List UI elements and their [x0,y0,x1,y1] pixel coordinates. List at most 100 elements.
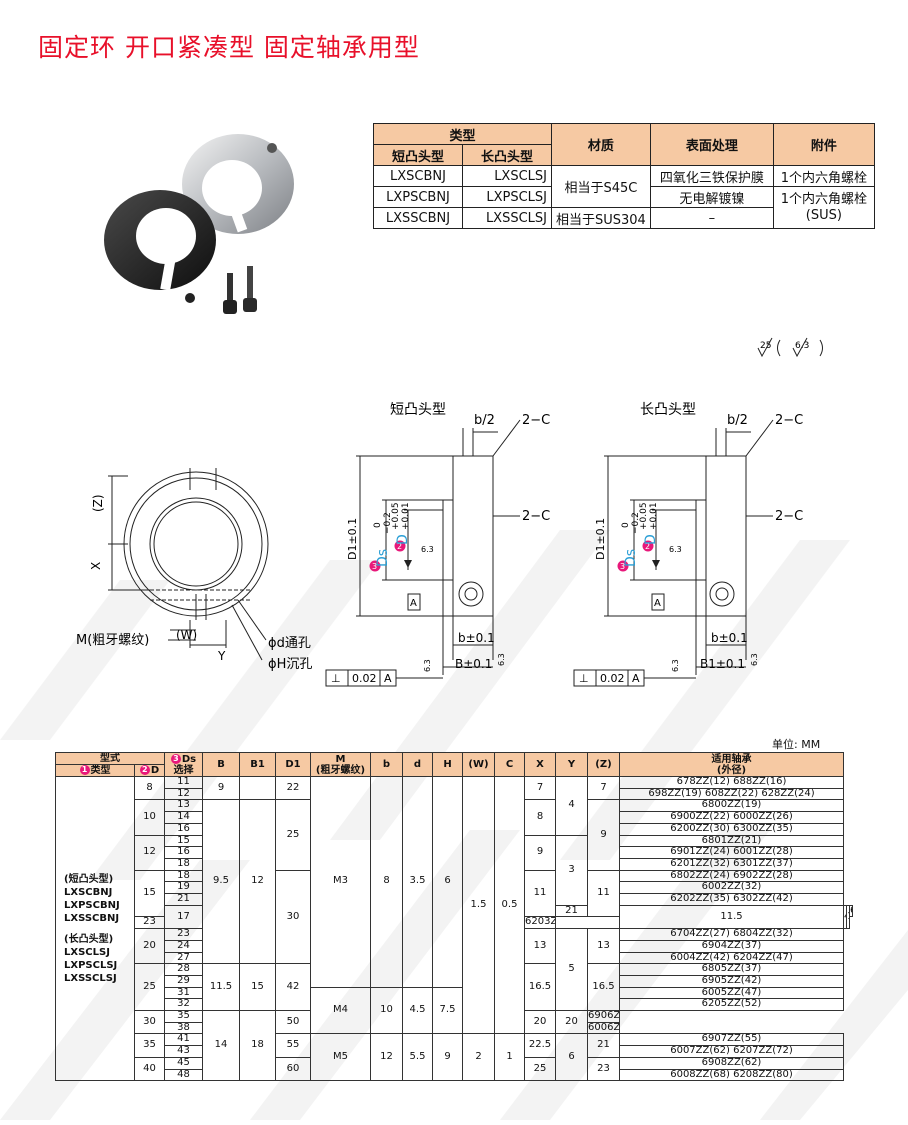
ds-cell: 48 [164,1068,203,1082]
surface-cell: 四氧化三铁保护膜 [649,165,774,187]
b-cell: 8 [370,776,403,988]
bearing-cell: 6801ZZ(21) [619,834,844,848]
roughness-63: 6.3 [497,653,506,666]
ds-tolerance-lower: −0.2 [383,512,393,534]
z-label: (Z) [91,494,105,512]
header-bearing: 适用轴承(外径) [619,752,844,777]
bearing-cell: 678ZZ(12) 688ZZ(16) [619,776,844,789]
header-W: (W) [462,752,495,777]
ds-cell: 31 [164,986,203,1000]
ds-cell: 43 [164,1045,203,1058]
ds-cell: 35 [164,1010,203,1023]
bearing-cell: 6903ZZ(30) 6003ZZ(35) [849,904,853,918]
Y-cell: 4 [555,776,588,836]
bearing-cell: 6800ZZ(19) [619,799,844,813]
ds-cell: 16 [164,822,203,836]
d-cell: 12 [134,834,165,871]
perpendicularity-symbol: ⊥ [331,672,341,685]
datum-ref: A [632,672,640,685]
d-label: D [395,534,411,545]
ds-cell: 28 [164,963,203,976]
bearing-cell: 6901ZZ(24) 6001ZZ(28) [619,846,844,859]
d-cell: 20 [134,928,165,965]
chamfer-label: 2−C [522,413,550,428]
page-title: 固定环 开口紧凑型 固定轴承用型 [38,33,420,62]
ds-tolerance-lower: −0.2 [631,512,641,534]
X-cell: 7 [524,775,556,801]
D1-cell: 60 [275,1056,311,1082]
badge-2: 2 [645,542,650,551]
d-hole-cell: 3.5 [402,776,433,988]
bearing-sub-text: (外径) [716,764,747,776]
X-cell: 11.5 [619,904,844,930]
Y-cell: 5 [555,928,588,1012]
roughness-63: 6.3 [671,659,680,672]
ds-tolerance-upper: 0 [621,522,631,528]
B1-cell: 18 [239,1010,276,1082]
bearing-cell: 698ZZ(19) 608ZZ(22) 628ZZ(24) [619,787,844,801]
header-H: H [432,752,463,777]
badge-2: 2 [397,542,402,551]
bearing-cell: 6906ZZ(47) [587,1010,620,1023]
b-dimension: b±0.1 [711,631,748,645]
perpendicularity-symbol: ⊥ [579,672,589,685]
bearing-cell: 6907ZZ(55) [619,1033,844,1047]
d-cell: 17 [164,904,203,930]
roughness-63: 6.3 [750,653,759,666]
B-cell: 11.5 [202,963,240,1012]
ds-cell: 32 [164,998,203,1012]
ds-cell: 23 [164,928,203,941]
d-tolerance-upper: +0.05 [391,502,401,530]
ds-cell: 27 [164,951,203,965]
ds-label: Ds [375,549,391,567]
d-text: D [150,765,160,776]
H-cell: 6 [432,776,463,988]
header-C: C [494,752,525,777]
d-cell: 15 [134,869,165,918]
badge-1: 1 [79,765,90,775]
ds-cell: 41 [164,1033,203,1047]
accessory-cell: 1个内六角螺栓 [772,165,875,187]
perpendicularity-value: 0.02 [600,672,625,685]
x-label: X [89,562,103,570]
badge-2: 2 [139,765,150,775]
ds-cell: 14 [164,811,203,824]
ds-cell: 15 [164,834,203,848]
D1-cell: 22 [275,775,311,801]
chamfer-label: 2−C [775,509,803,524]
short-type-label: 短凸头型 [390,402,446,418]
ds-cell: 12 [164,787,203,801]
B1-dimension: B1±0.1 [700,657,745,671]
unit-label: 单位: MM [772,738,821,751]
b-cell: 12 [370,1033,403,1082]
type-code: LXSSCLSJ [64,972,117,984]
D1-cell: 42 [275,963,311,1012]
d-tolerance-lower: +0.01 [401,502,411,530]
bearing-cell: 6203ZZ(40) 6303ZZ(47) [524,916,556,930]
type-code: LXSCLSJ [64,946,110,958]
header-long: 长凸头型 [462,144,552,166]
d1-dimension: D1±0.1 [346,518,359,560]
type-cell: LXSSCBNJ [373,207,463,229]
b-half-label: b/2 [474,413,495,428]
m-sub-text: (粗牙螺纹) [315,764,366,776]
ds-cell: 16 [164,846,203,859]
D1-cell: 25 [275,799,311,871]
ds-cell: 19 [164,881,203,895]
header-surface: 表面处理 [649,123,774,166]
H-cell: 7.5 [432,986,463,1035]
bearing-cell: 6006ZZ(55) 6206ZZ(62) 6306ZZ(72) [587,1021,620,1035]
X-cell: 22.5 [524,1033,556,1058]
ds-cell: 23 [134,916,165,930]
w-label: (W) [176,628,197,642]
ds-cell: 18 [164,869,203,883]
short-type-title: (短凸头型) [64,873,114,885]
D1-cell: 50 [275,1010,311,1035]
M-cell: M4 [310,986,371,1035]
header-material: 材质 [551,123,651,166]
bearing-cell: 6007ZZ(62) 6207ZZ(72) [619,1045,844,1058]
surface-cell: – [649,207,774,229]
M-cell: M5 [310,1033,371,1082]
ds-cell: 13 [164,799,203,813]
